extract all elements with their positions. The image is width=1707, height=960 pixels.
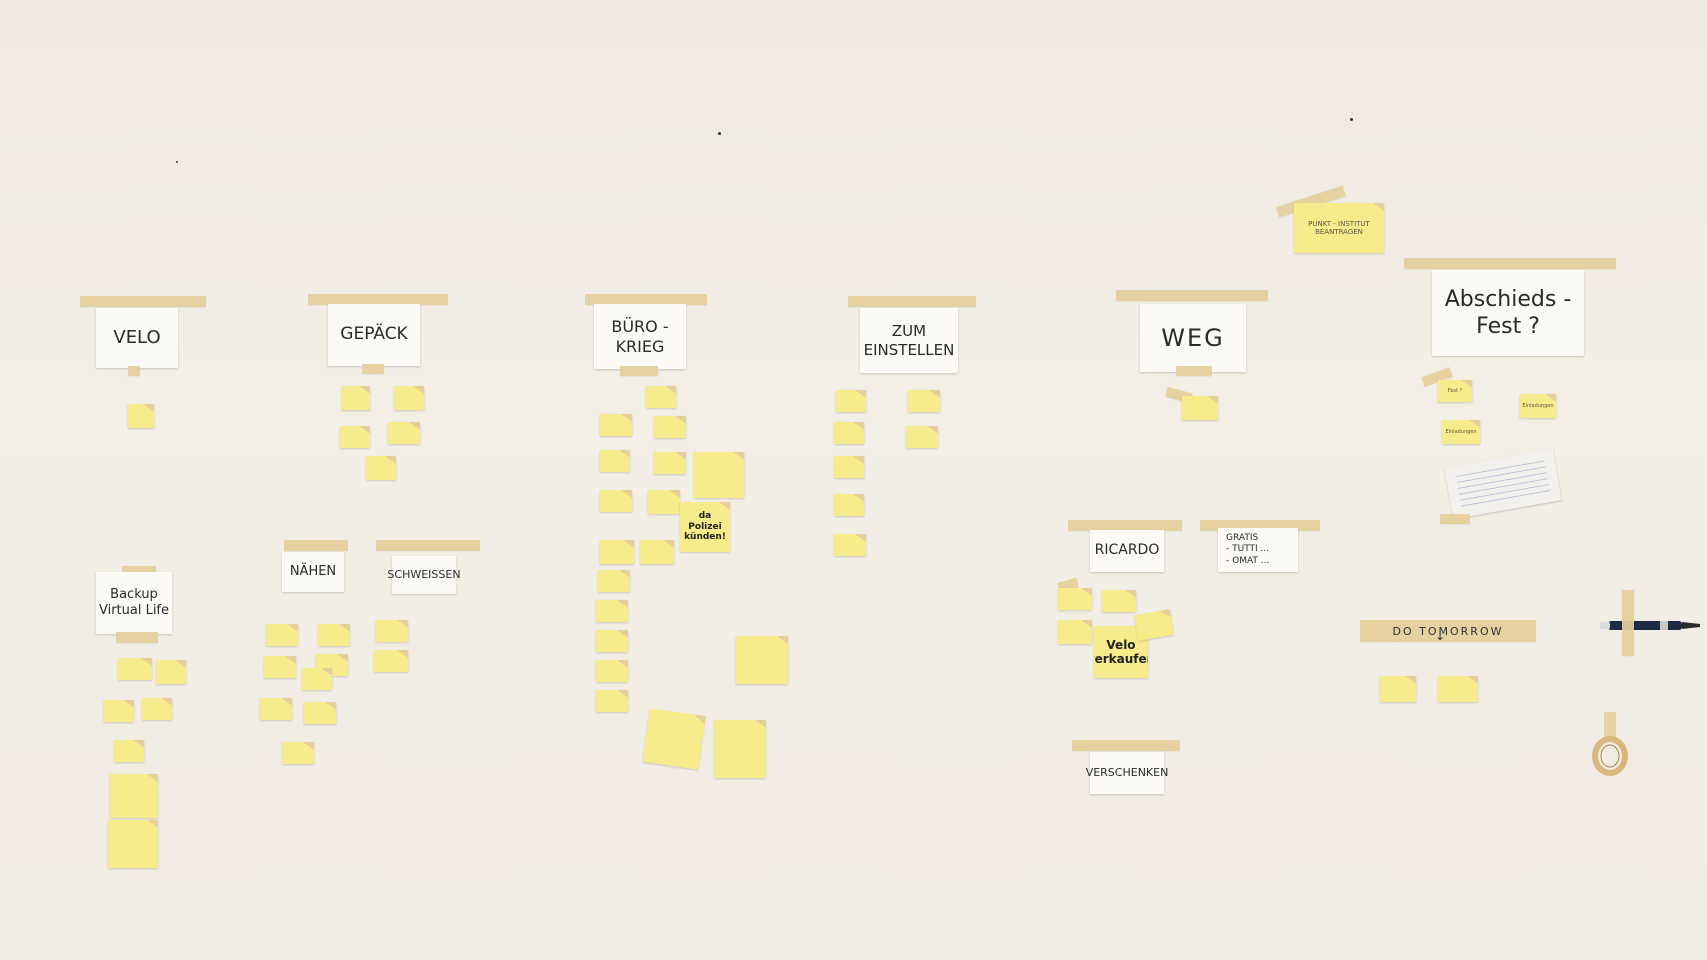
header-backup-virtual-life: Backup Virtual Life [96,572,172,634]
sticky-note-polizei: da Polizei künden! [680,502,730,552]
sticky-note [104,700,134,722]
sticky-note [600,540,634,564]
header-velo: VELO [96,308,178,368]
sticky-note [260,698,292,720]
sticky-note [142,698,172,720]
arrow-down-icon: ↓ [1435,629,1446,643]
sticky-note [1182,396,1218,420]
tape-strip [376,540,480,551]
sticky-note [282,742,314,764]
sticky-note [598,570,630,592]
tape-strip [1072,740,1180,751]
header-zum-einstellen: ZUM EINSTELLEN [860,308,958,373]
tape-strip [585,294,707,305]
tape-strip [1200,520,1320,531]
header-ricardo: RICARDO [1090,530,1164,572]
sticky-note [654,452,686,474]
sticky-note [374,650,408,672]
sticky-note [128,404,154,428]
wall-dot [718,132,721,135]
sticky-note [304,702,336,724]
sticky-note [654,416,686,438]
sticky-note [156,660,186,684]
tape-strip [1622,590,1634,656]
tape-strip [128,366,140,376]
sticky-note-handwritten [108,820,158,868]
wall-dot [176,161,178,163]
sticky-note [906,426,938,448]
header-gratis: GRATIS - TUTTI ... - OMAT ... [1218,528,1298,572]
sticky-note [600,414,632,436]
sticky-note [1058,620,1092,644]
sticky-note [834,534,866,556]
header-nahen: NÄHEN [282,552,344,592]
tape-strip [1440,514,1470,524]
sticky-note [302,668,332,690]
tape-strip [620,366,658,376]
sticky-note [340,426,370,448]
tape-roll-icon [1592,712,1628,776]
sticky-note [342,386,370,410]
sticky-note [388,422,420,444]
sticky-note [366,456,396,480]
sticky-note [376,620,408,642]
sticky-note [596,690,628,712]
sticky-note [834,456,864,478]
tape-strip [1404,258,1616,269]
sticky-note [264,656,296,678]
sticky-note [836,390,866,412]
wall-dot [1350,118,1353,121]
tape-strip [1176,366,1212,376]
sticky-note-large [736,636,788,684]
header-buro-krieg: BÜRO - KRIEG [594,304,686,369]
sticky-note [1134,609,1174,641]
tape-strip [362,364,384,374]
tape-strip [122,566,156,577]
sticky-note [318,624,350,646]
sticky-note [640,540,674,564]
sticky-note [834,422,864,444]
sticky-note [1102,590,1136,612]
tape-strip [1068,520,1182,531]
tape-strip [284,540,348,551]
sticky-note [600,490,632,512]
receipt-paper [1444,448,1562,520]
sticky-note-einladungen: Einladungen [1520,394,1556,418]
sticky-note [600,450,630,472]
tape-strip [80,296,206,307]
tape-strip [848,296,976,307]
sticky-note [394,386,424,410]
sticky-note [1380,676,1416,702]
sticky-note [114,740,144,762]
sticky-note-large [714,720,766,778]
sticky-note [266,624,298,646]
punkt-institut-note: PUNKT - INSTITUT BEANTRAGEN [1294,203,1384,253]
header-verschenken: VERSCHENKEN [1086,752,1168,794]
sticky-note [648,490,680,514]
sticky-note [118,658,152,680]
sticky-note [596,660,628,682]
sticky-note [1438,676,1478,702]
sticky-note [908,390,940,412]
sticky-note [646,386,676,408]
header-gepack: GEPÄCK [328,304,420,366]
header-weg: WEG [1140,304,1246,372]
do-tomorrow-tape: DO TOMORROW [1360,620,1536,642]
sticky-note [596,630,628,652]
sticky-note-fest: Fest ? [1438,380,1472,402]
sticky-note-handwritten [110,774,158,818]
sticky-note-large [694,452,744,498]
sticky-note [596,600,628,622]
tape-strip [1116,290,1268,301]
marker-pen-icon [1600,621,1700,630]
sticky-note-large [642,708,706,770]
sticky-note [1058,588,1092,610]
sticky-note [834,494,864,516]
header-schweissen: SCHWEISSEN [387,556,461,594]
sticky-note-einladungen: Einladungen [1442,420,1480,444]
tape-strip [308,294,448,305]
tape-strip [116,632,158,643]
header-abschieds-fest: Abschieds - Fest ? [1432,270,1584,356]
